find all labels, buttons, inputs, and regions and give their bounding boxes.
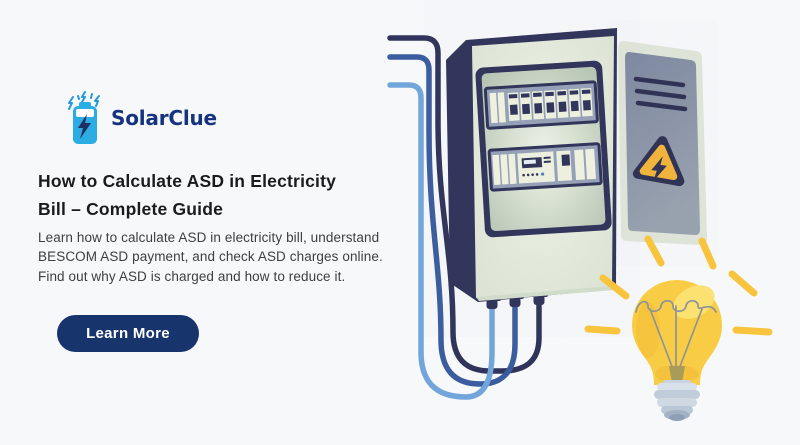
glowing-light-bulb (584, 235, 773, 421)
electrical-panel-illustration (387, 20, 773, 421)
breaker-panel-box (442, 20, 622, 308)
battery-lightning-icon (68, 91, 100, 144)
page-title: How to Calculate ASD in Electricity Bill… (38, 167, 378, 223)
brand-name: SolarClue (111, 106, 217, 130)
door-grain-texture (618, 41, 708, 246)
learn-more-button[interactable]: Learn More (57, 315, 199, 352)
cable-medium (387, 54, 518, 387)
cable-light (387, 82, 495, 400)
filament-collar (669, 366, 685, 383)
spark-icons (68, 91, 100, 110)
hero-description: Learn how to calculate ASD in electricit… (38, 230, 383, 284)
screw-base (654, 380, 700, 421)
filament (635, 299, 717, 370)
open-panel-door (618, 41, 708, 246)
page-title-line-1: How to Calculate ASD in Electricity (38, 171, 337, 191)
grain-texture (442, 20, 622, 308)
battery-body (73, 102, 97, 144)
lightning-bolt-icon (78, 114, 91, 139)
light-rays (584, 235, 773, 336)
brand-logo: SolarClue (66, 90, 217, 146)
page-title-line-2: Bill – Complete Guide (38, 199, 224, 219)
